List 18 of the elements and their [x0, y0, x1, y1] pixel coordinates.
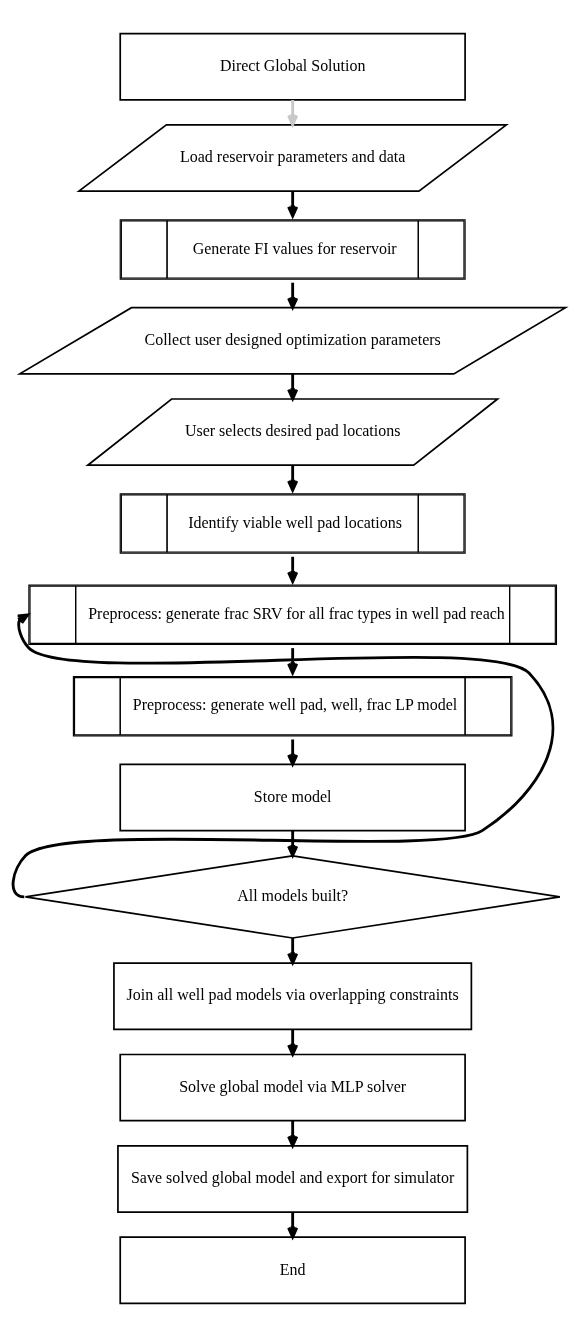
arrow [287, 374, 299, 401]
node-box: Direct Global Solution [119, 32, 466, 101]
node-box: Save solved global model and export for simulator [117, 1145, 469, 1213]
arrow [287, 465, 299, 492]
arrow [287, 100, 299, 127]
arrow [287, 1212, 299, 1239]
arrow [287, 1029, 299, 1056]
node-box: End [119, 1236, 466, 1305]
node-box: Join all well pad models via overlapping constraints [113, 962, 473, 1031]
arrow [287, 282, 299, 309]
arrow [287, 739, 299, 766]
arrow [287, 938, 299, 965]
node-box: Solve global model via MLP solver [119, 1053, 466, 1122]
node-diamond: All models built? [24, 854, 561, 939]
arrow [287, 1120, 299, 1148]
node-box: Store model [119, 763, 466, 832]
arrow [287, 191, 299, 218]
arrow [287, 556, 299, 583]
